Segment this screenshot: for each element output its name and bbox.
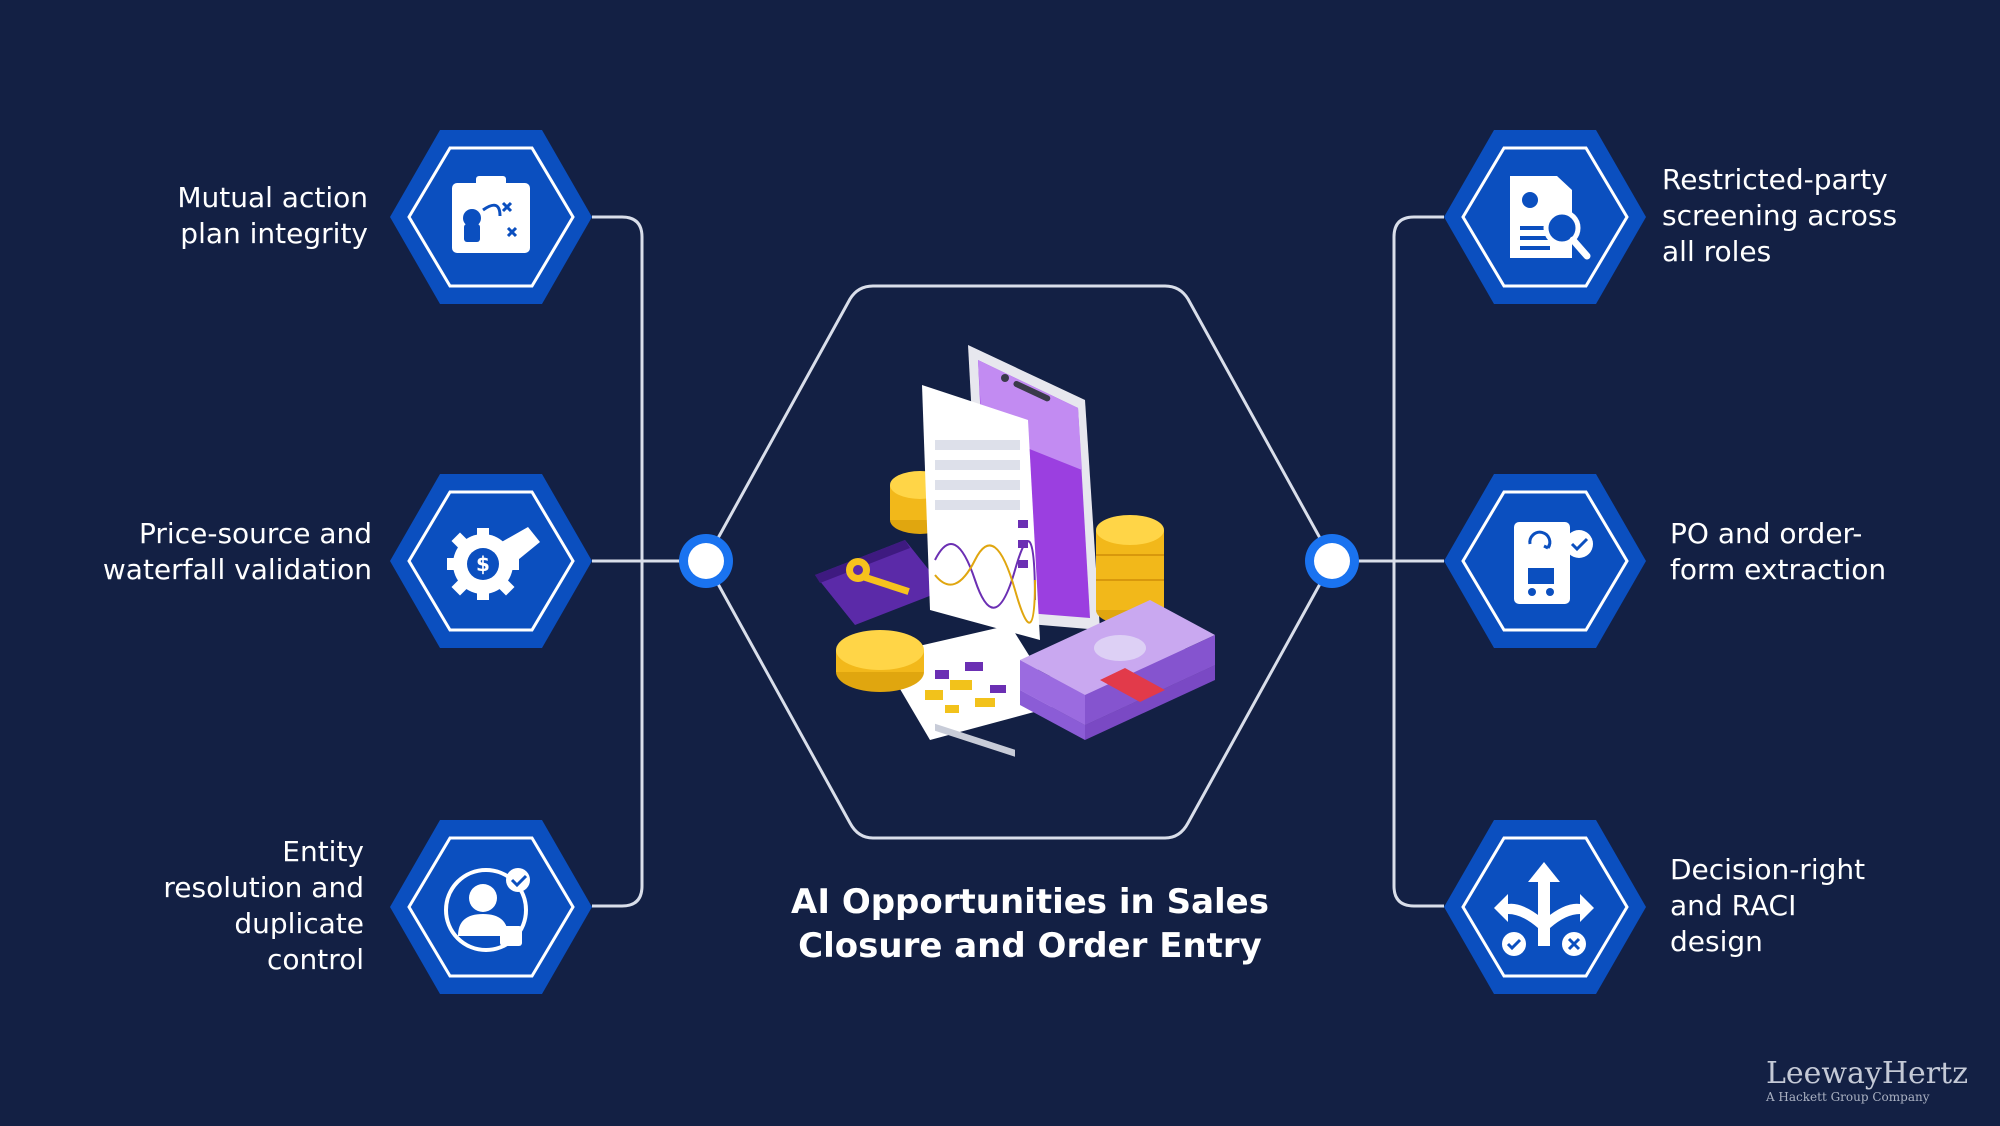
- label-price-source-validation: Price-source and waterfall validation: [102, 517, 372, 586]
- right-node: [1305, 534, 1359, 588]
- document-search-icon: [1444, 130, 1646, 304]
- order-form-cart-icon: [1444, 474, 1646, 648]
- brand-name: LeewayHertz: [1765, 1056, 1968, 1091]
- label-decision-right-raci: Decision-right and RACI design: [1670, 853, 1866, 958]
- diagram-title: AI Opportunities in Sales Closure and Or…: [791, 882, 1269, 966]
- label-mutual-action-plan: Mutual action plan integrity: [177, 181, 368, 250]
- left-node: [679, 534, 733, 588]
- label-restricted-party-screening: Restricted-party screening across all ro…: [1662, 163, 1898, 268]
- brand-subtitle: A Hackett Group Company: [1765, 1090, 1930, 1104]
- strategy-plan-icon: [390, 130, 592, 304]
- svg-text:$: $: [476, 552, 490, 576]
- brand-logo: LeewayHertz A Hackett Group Company: [1765, 1056, 1968, 1105]
- label-po-order-form-extraction: PO and order- form extraction: [1670, 517, 1887, 586]
- price-gear-tag-icon: $: [390, 474, 592, 648]
- finance-phone-illustration: [815, 345, 1215, 757]
- decision-arrows-icon: [1444, 820, 1646, 994]
- label-entity-resolution: Entity resolution and duplicate control: [163, 835, 364, 976]
- user-verify-icon: [390, 820, 592, 994]
